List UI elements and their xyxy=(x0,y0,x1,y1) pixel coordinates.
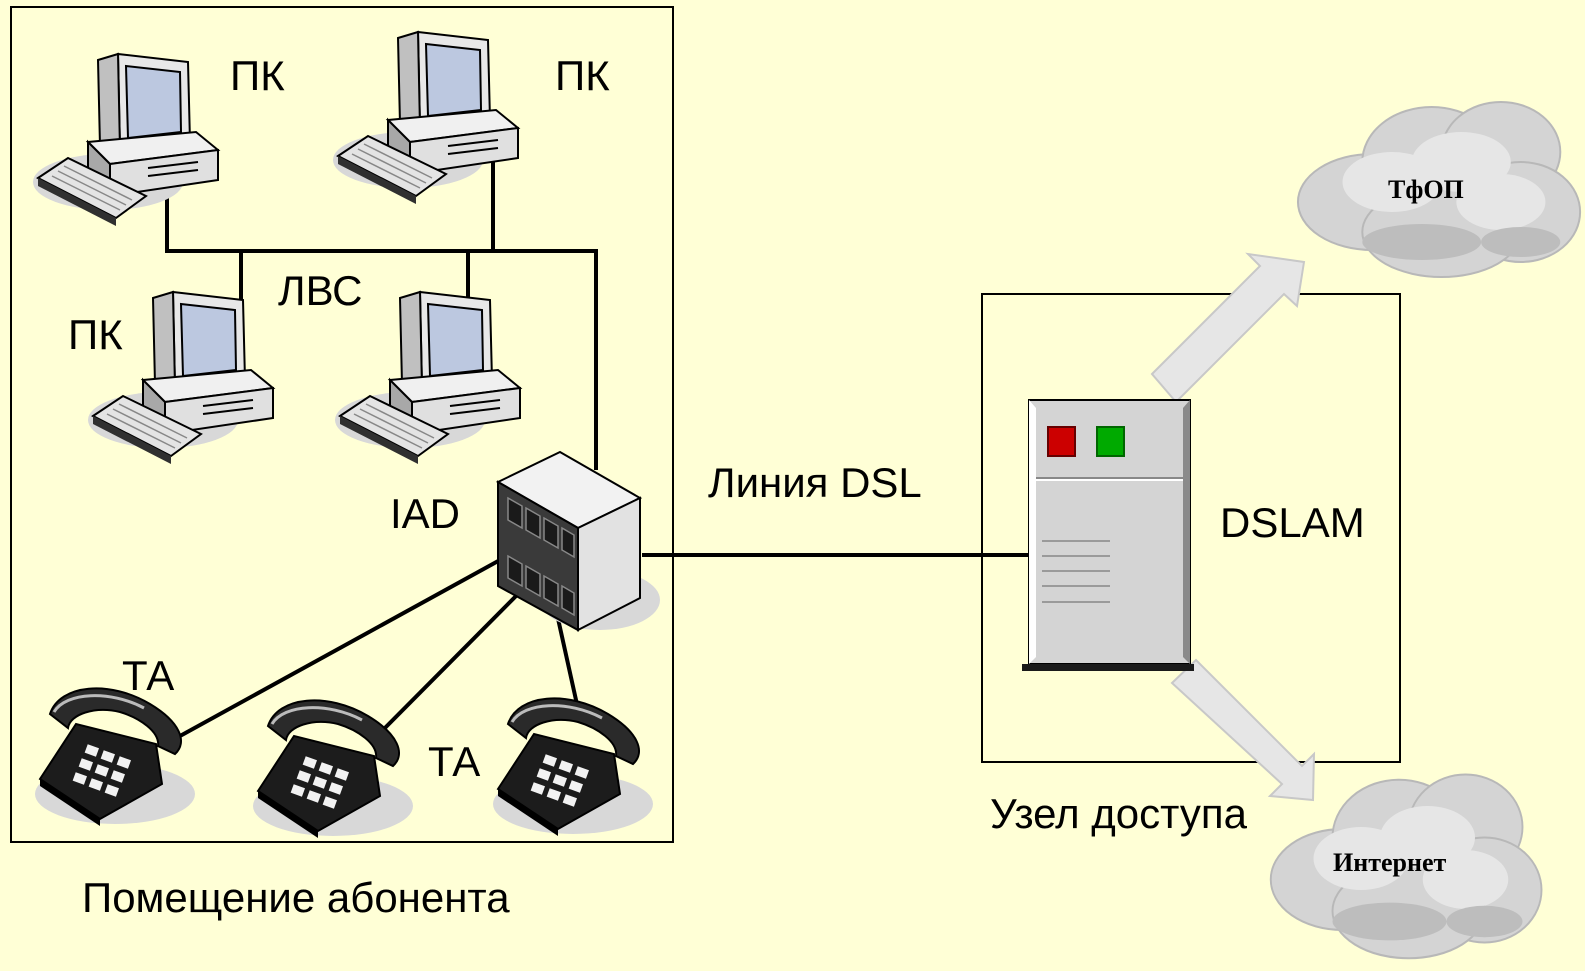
subscriber-premises-box xyxy=(10,6,674,843)
phone-wiring xyxy=(179,558,582,740)
label-internet: Интернет xyxy=(1333,848,1446,877)
label-lan: ЛВС xyxy=(278,267,363,314)
label-ta-left: ТА xyxy=(122,652,174,699)
arrow-to-internet-icon xyxy=(1170,658,1316,802)
label-ta-mid: ТА xyxy=(428,738,480,785)
label-pstn: ТфОП xyxy=(1388,175,1464,204)
label-pc-mid-left: ПК xyxy=(68,311,123,358)
label-subscriber-premises: Помещение абонента xyxy=(82,874,510,921)
dslam-rack-icon xyxy=(1022,399,1194,671)
phone-left-icon xyxy=(33,686,197,828)
led-red-icon xyxy=(1047,426,1076,457)
pc-mid-right-icon xyxy=(334,291,521,465)
label-dslam: DSLAM xyxy=(1220,499,1365,546)
iad-device-icon xyxy=(495,450,660,632)
label-iad: IAD xyxy=(390,490,460,537)
access-node-box xyxy=(981,293,1401,763)
pc-top-left-icon xyxy=(32,53,219,227)
phone-right-icon xyxy=(491,696,655,838)
label-access-node: Узел доступа xyxy=(990,790,1248,837)
label-pc-top-right: ПК xyxy=(555,52,610,99)
arrow-to-pstn-icon xyxy=(1150,252,1306,404)
label-dsl-line: Линия DSL xyxy=(708,459,922,506)
pc-top-right-icon xyxy=(332,31,519,205)
label-pc-top-left: ПК xyxy=(230,52,285,99)
led-green-icon xyxy=(1096,426,1125,457)
phone-mid-icon xyxy=(251,698,415,840)
